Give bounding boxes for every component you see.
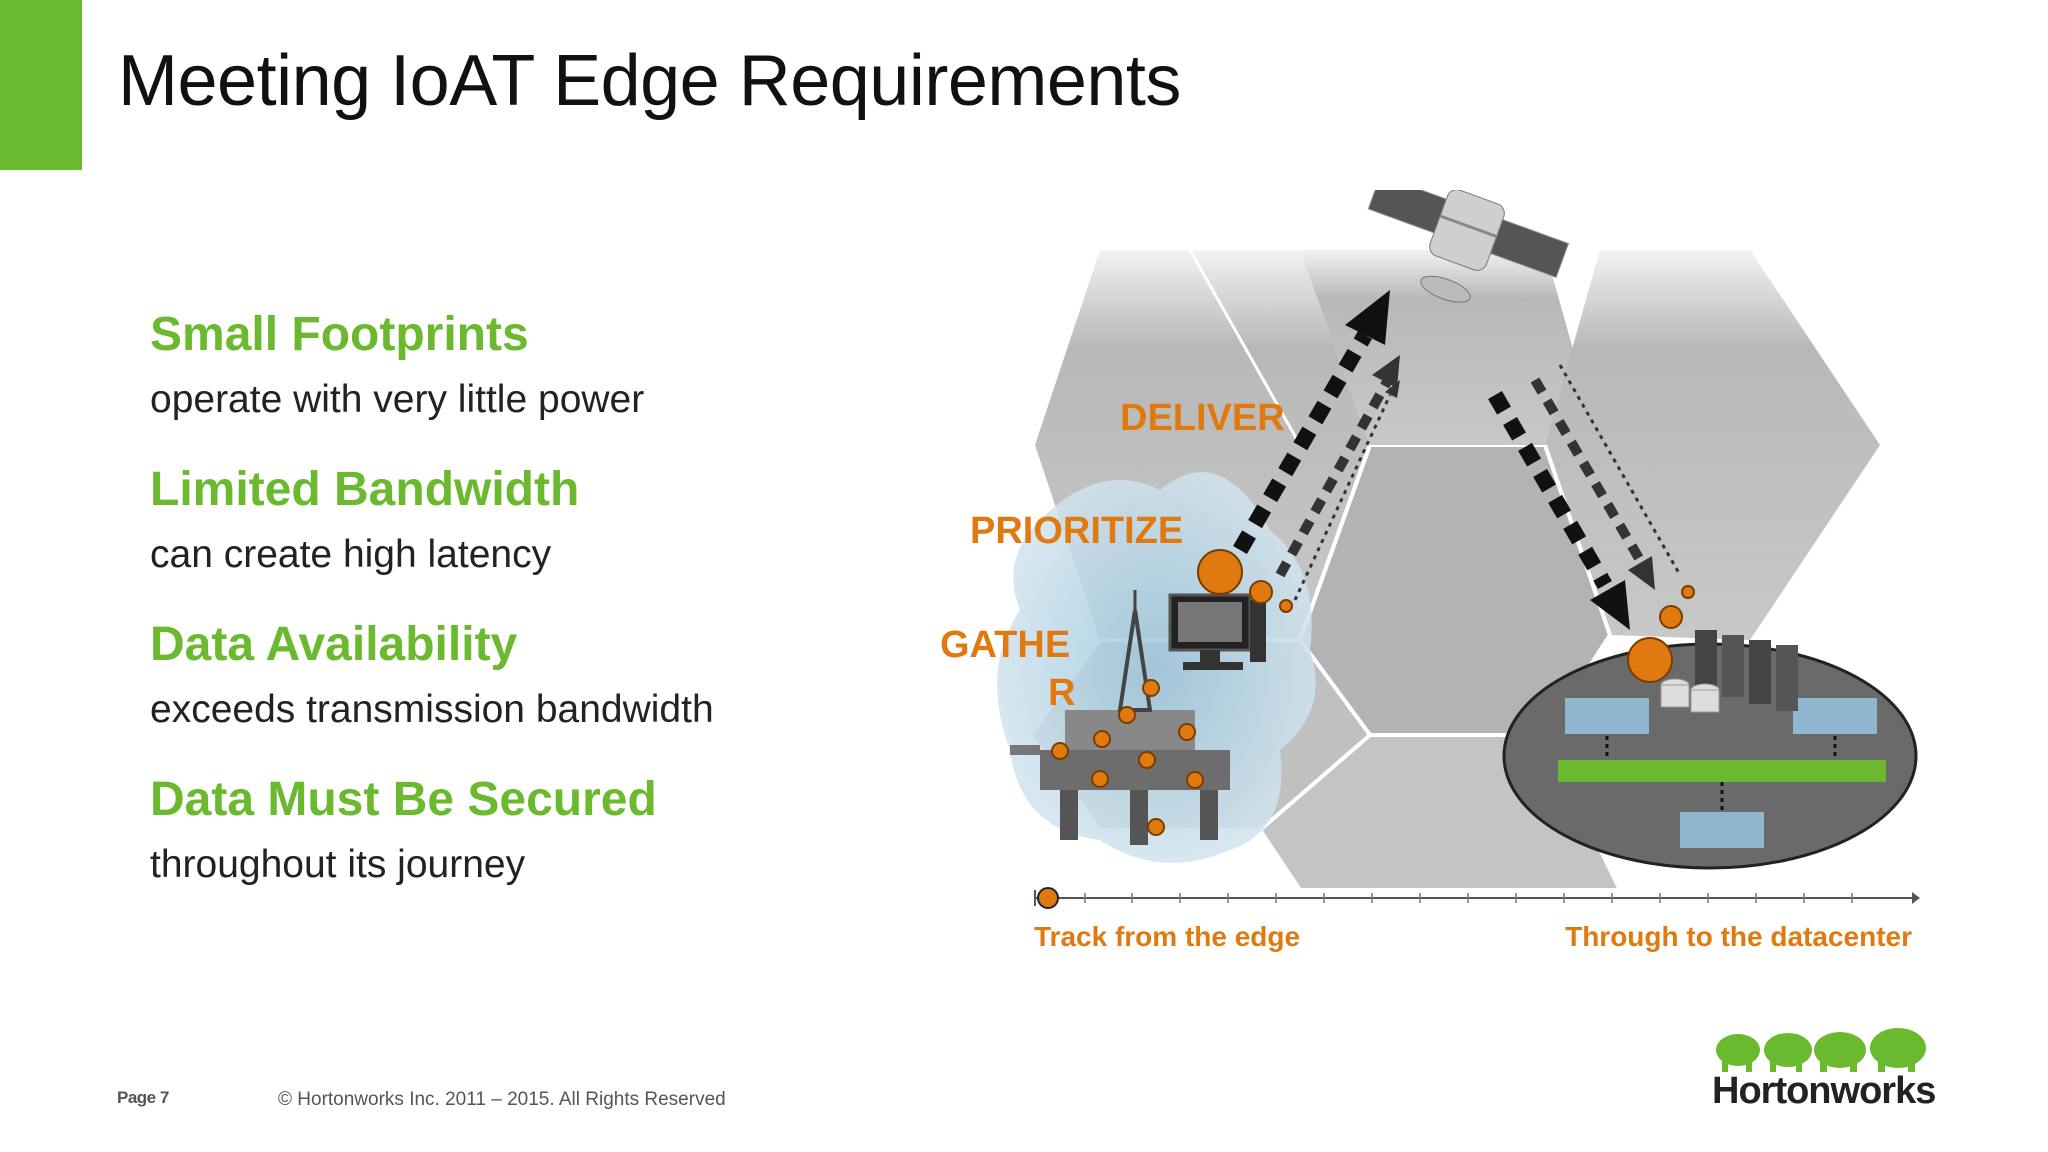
oil-rig-icon: [1010, 590, 1230, 845]
requirement-description: operate with very little power: [150, 378, 645, 421]
requirement-description: exceeds transmission bandwidth: [150, 688, 714, 731]
requirement-heading: Small Footprints: [150, 308, 529, 361]
datacenter-cluster: [1502, 642, 1918, 870]
edge-to-datacenter-diagram: DELIVER PRIORITIZE GATHE R Track from th…: [940, 190, 1920, 952]
download-arrows: [1488, 364, 1682, 630]
timeline-start-label: Track from the edge: [1034, 921, 1300, 952]
requirement-heading: Data Must Be Secured: [150, 773, 657, 826]
stage-label-deliver: DELIVER: [1120, 397, 1285, 439]
server-rack-icon: [1695, 630, 1798, 711]
slide-title: Meeting IoAT Edge Requirements: [118, 41, 1181, 121]
requirement-description: can create high latency: [150, 533, 552, 576]
stage-label-gather: GATHE: [940, 624, 1070, 666]
title-accent-bar: [0, 0, 82, 170]
cluster-bus: [1558, 760, 1886, 782]
requirement-item: Data Must Be Secured throughout its jour…: [150, 770, 850, 925]
requirement-description: throughout its journey: [150, 843, 526, 886]
requirements-list: Small Footprints operate with very littl…: [150, 305, 850, 925]
requirement-item: Small Footprints operate with very littl…: [150, 305, 850, 460]
requirement-item: Data Availability exceeds transmission b…: [150, 615, 850, 770]
requirement-heading: Data Availability: [150, 618, 518, 671]
timeline-marker: [1037, 887, 1059, 909]
computer-icon: [1168, 593, 1266, 670]
requirement-item: Limited Bandwidth can create high latenc…: [150, 460, 850, 615]
hortonworks-elephants-logo: [1716, 1028, 1926, 1072]
upload-arrows: [1233, 290, 1400, 601]
satellite-icon: [1367, 190, 1570, 303]
stage-label-gather-wrap: R: [1048, 672, 1075, 714]
page-number: Page 7: [117, 1088, 169, 1107]
cluster-node: [1565, 698, 1649, 734]
cluster-node: [1680, 812, 1764, 848]
stage-label-prioritize: PRIORITIZE: [970, 510, 1183, 552]
hortonworks-logo-text: Hortonworks: [1712, 1070, 1936, 1112]
copyright-notice: © Hortonworks Inc. 2011 – 2015. All Righ…: [278, 1089, 726, 1110]
timeline-end-label: Through to the datacenter: [1565, 921, 1912, 952]
database-icon: [1660, 678, 1720, 713]
timeline: [1034, 887, 1920, 909]
data-points: [1051, 549, 1695, 836]
cluster-node: [1793, 698, 1877, 734]
requirement-heading: Limited Bandwidth: [150, 463, 580, 516]
